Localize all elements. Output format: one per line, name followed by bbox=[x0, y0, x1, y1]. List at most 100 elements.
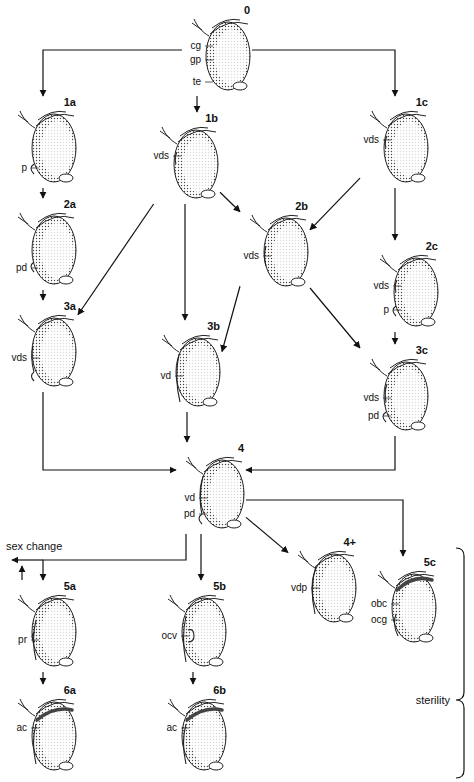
snail-figure bbox=[18, 111, 76, 182]
flow-arrow bbox=[42, 672, 43, 684]
part-label: vd bbox=[160, 370, 171, 382]
leader-line bbox=[205, 46, 213, 47]
vas-deferens bbox=[312, 566, 316, 614]
stage-number: 3c bbox=[415, 344, 429, 357]
snail-body bbox=[18, 111, 76, 182]
leader-line bbox=[31, 358, 39, 359]
part-label: vds bbox=[153, 150, 169, 162]
stage-figure: 3c bbox=[360, 344, 430, 436]
vas-deferens bbox=[184, 724, 187, 764]
part-label: ac bbox=[16, 722, 27, 734]
part-label: vds bbox=[363, 134, 379, 146]
penis-bud bbox=[31, 164, 34, 174]
flow-arrow bbox=[246, 500, 403, 556]
stage-number: 0 bbox=[243, 4, 251, 17]
vas-deferens bbox=[199, 476, 203, 524]
part-label: te bbox=[193, 76, 201, 88]
stage-number: 1c bbox=[415, 96, 429, 109]
snail-body bbox=[18, 315, 76, 386]
snail-body bbox=[370, 111, 428, 182]
stage-figure: 4 bbox=[176, 442, 246, 534]
flow-arrow bbox=[43, 392, 176, 470]
part-label: vdp bbox=[291, 582, 307, 594]
stage-figure: 3a bbox=[8, 300, 78, 392]
part-label: pd bbox=[16, 262, 27, 274]
flow-arrow bbox=[200, 534, 201, 580]
aborted-capsules bbox=[37, 709, 72, 720]
leader-line bbox=[383, 416, 391, 417]
penis-bud bbox=[31, 262, 34, 272]
flow-arrow bbox=[310, 178, 360, 230]
sex-change-arrow bbox=[21, 566, 22, 580]
snail-figure bbox=[168, 699, 226, 770]
vagina-closure bbox=[184, 616, 195, 662]
snail-body bbox=[18, 699, 76, 770]
part-label: ocv bbox=[161, 630, 177, 642]
sterility-bracket bbox=[456, 548, 464, 778]
stage-number: 2c bbox=[425, 240, 439, 253]
leader-line bbox=[181, 728, 189, 729]
flow-arrow bbox=[196, 96, 197, 112]
stage-figure: 1a bbox=[8, 96, 78, 188]
duct-segment bbox=[175, 152, 177, 164]
leader-line bbox=[383, 140, 391, 141]
snail-figure bbox=[18, 699, 76, 770]
part-label: vds bbox=[11, 352, 27, 364]
leader-line bbox=[173, 156, 181, 157]
leader-line bbox=[393, 310, 401, 311]
part-label: ac bbox=[166, 722, 177, 734]
stage-number: 4 bbox=[237, 442, 245, 455]
stage-figure: 2a bbox=[8, 198, 78, 290]
snail-body bbox=[168, 699, 226, 770]
stage-number: 2b bbox=[294, 200, 309, 213]
flow-arrow bbox=[192, 672, 193, 684]
leader-line bbox=[263, 256, 271, 257]
stage-number: 5b bbox=[212, 580, 227, 593]
stage-figure: 5b bbox=[158, 580, 228, 672]
stage-number: 1a bbox=[63, 96, 77, 109]
leader-line bbox=[393, 286, 401, 287]
stage-number: 5c bbox=[423, 556, 437, 569]
snail-body bbox=[160, 127, 218, 198]
part-label: cg bbox=[190, 40, 201, 52]
blocked-capsule-gland bbox=[397, 578, 432, 590]
outcome-label: sterility bbox=[416, 694, 450, 707]
part-label: p bbox=[383, 304, 389, 316]
flow-arrow bbox=[184, 204, 185, 320]
snail-figure bbox=[160, 127, 218, 198]
leader-line bbox=[199, 514, 207, 515]
flow-arrow bbox=[78, 204, 154, 315]
flow-arrow bbox=[394, 188, 395, 240]
flow-arrow bbox=[43, 534, 186, 580]
part-label: pd bbox=[368, 410, 379, 422]
stage-number: 1b bbox=[204, 112, 219, 125]
part-label: pr bbox=[18, 634, 27, 646]
sex-change-arrow bbox=[12, 559, 43, 560]
capsule-gland bbox=[394, 614, 398, 636]
flow-arrow bbox=[42, 290, 43, 300]
leader-line bbox=[383, 398, 391, 399]
flow-arrow bbox=[252, 50, 395, 96]
flow-arrow bbox=[42, 188, 43, 198]
vas-deferens bbox=[177, 354, 180, 402]
flow-arrow bbox=[43, 50, 182, 96]
leader-line bbox=[205, 60, 213, 61]
leader-line bbox=[205, 82, 213, 83]
stage-number: 2a bbox=[63, 198, 77, 211]
leader-line bbox=[311, 588, 319, 589]
snail-body bbox=[18, 595, 76, 666]
leader-line bbox=[391, 604, 399, 605]
snail-figure bbox=[370, 111, 428, 182]
vas-deferens bbox=[34, 724, 37, 764]
leader-line bbox=[181, 636, 189, 637]
leader-line bbox=[175, 376, 183, 377]
stage-number: 3b bbox=[206, 320, 221, 333]
stage-number: 5a bbox=[63, 580, 77, 593]
duct-segment bbox=[385, 136, 387, 148]
snail-figure bbox=[18, 315, 76, 386]
part-label: pd bbox=[184, 508, 195, 520]
part-label: gp bbox=[190, 54, 201, 66]
part-label: ocg bbox=[371, 614, 387, 626]
flow-arrow bbox=[220, 192, 240, 212]
